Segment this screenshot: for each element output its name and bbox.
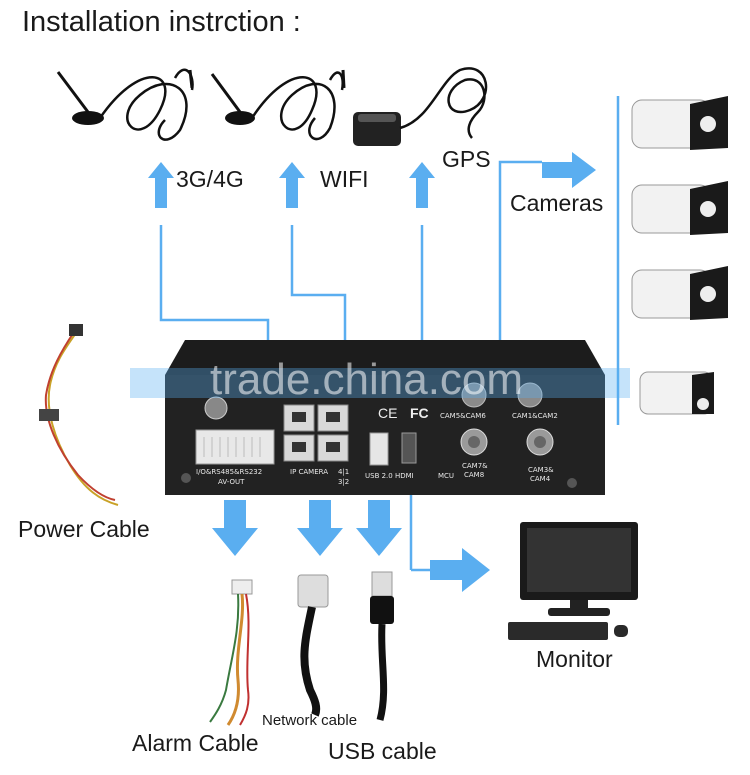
monitor-icon	[508, 522, 638, 640]
camera-4-icon	[639, 371, 714, 415]
ipcam-num-top: 4|1	[338, 468, 349, 476]
label-3g4g: 3G/4G	[176, 166, 244, 192]
cam56-label: CAM5&CAM6	[440, 412, 486, 420]
label-monitor: Monitor	[536, 646, 613, 672]
io-connector-port	[195, 429, 275, 465]
watermark-band	[130, 368, 630, 398]
arrow-up-3g-icon	[148, 162, 174, 208]
ipcam-num-bot: 3|2	[338, 478, 349, 486]
alarm-cable-icon	[209, 579, 253, 726]
camera-2-icon	[631, 181, 728, 235]
io-label: I/O&RS485&RS232	[196, 468, 262, 476]
mdvr-device: I/O&RS485&RS232 AV-OUT IP CAMERA 4|1 3|2…	[165, 340, 605, 495]
label-cameras: Cameras	[510, 190, 604, 216]
wifi-antenna-icon	[210, 69, 346, 141]
avout-label: AV-OUT	[218, 478, 245, 486]
network-cable-icon	[297, 574, 329, 717]
arrow-right-cameras-icon	[542, 152, 596, 188]
fc-mark: FC	[410, 405, 429, 421]
cam34-label-2: CAM4	[530, 475, 551, 483]
usb-cable-icon	[370, 571, 394, 721]
arrow-up-gps-icon	[409, 162, 435, 208]
camera-1-icon	[631, 96, 728, 150]
arrow-down-network-icon	[297, 500, 343, 556]
round-connector-icon	[204, 396, 228, 420]
ip-camera-ports	[283, 404, 349, 462]
usb-hdmi-label: USB 2.0 HDMI	[365, 472, 414, 480]
watermark: trade.china.com	[210, 355, 523, 404]
cam12-connector-icon	[517, 382, 543, 408]
label-gps: GPS	[442, 146, 491, 172]
arrow-down-alarm-icon	[212, 500, 258, 556]
page-title: Installation instrction :	[22, 6, 301, 38]
3g-antenna-icon	[56, 68, 194, 141]
arrow-up-wifi-icon	[279, 162, 305, 208]
arrow-down-usb-icon	[356, 500, 402, 556]
label-alarm-cable: Alarm Cable	[132, 730, 259, 756]
ipcam-label: IP CAMERA	[290, 468, 328, 476]
cam34-label: CAM3&	[528, 466, 554, 474]
label-network-cable: Network cable	[262, 712, 358, 729]
cam78-label: CAM7&	[462, 462, 488, 470]
gps-antenna-icon	[353, 67, 488, 146]
usb-port	[369, 432, 389, 466]
power-cable-icon	[39, 324, 119, 506]
camera-3-icon	[631, 266, 728, 320]
label-usb-cable: USB cable	[328, 738, 437, 764]
ce-mark: CE	[378, 405, 397, 421]
hdmi-port	[401, 432, 417, 464]
label-wifi: WIFI	[320, 166, 369, 192]
cam78-label-2: CAM8	[464, 471, 484, 479]
cam12-label: CAM1&CAM2	[512, 412, 558, 420]
mcu-label: MCU	[438, 472, 454, 480]
label-power-cable: Power Cable	[18, 516, 150, 542]
cam56-connector-icon	[461, 382, 487, 408]
arrow-right-monitor-icon	[430, 548, 490, 592]
